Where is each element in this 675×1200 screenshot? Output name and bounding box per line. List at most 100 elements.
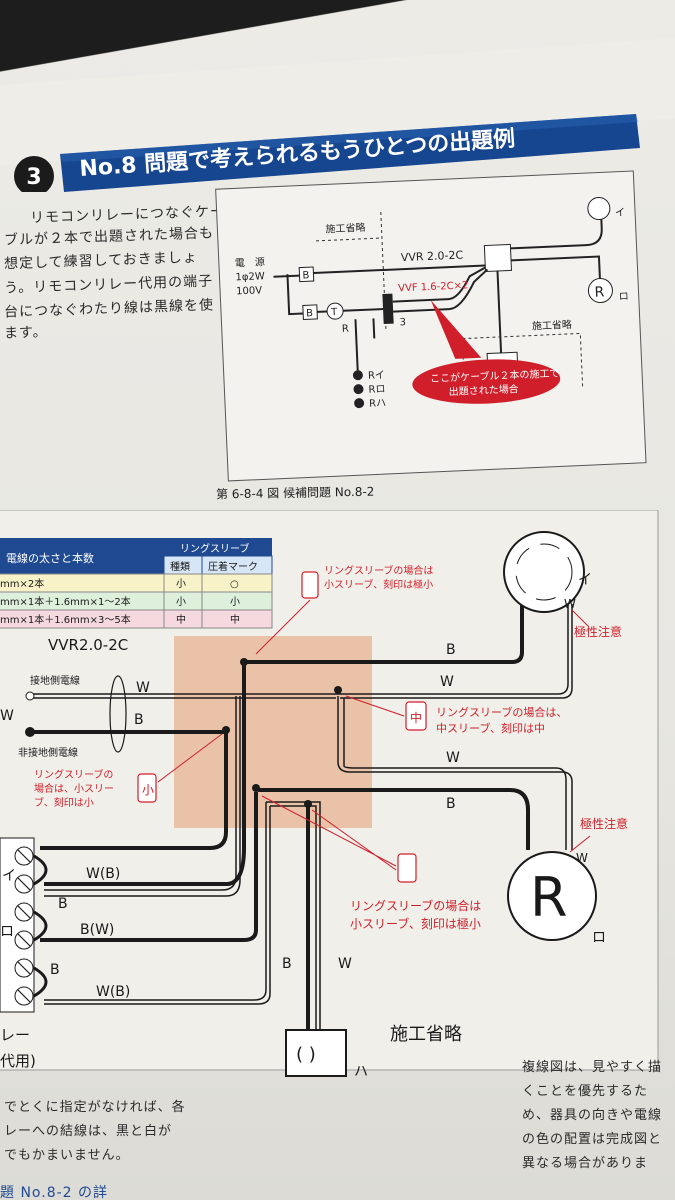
svg-text:W: W — [440, 674, 454, 690]
text-line: め、器具の向きや電線 — [522, 1108, 663, 1123]
omit-label-right: 施工省略 — [532, 318, 573, 333]
section-number-badge — [14, 156, 54, 192]
svg-text:mm×1本＋1.6mm×3〜5本: mm×1本＋1.6mm×3〜5本 — [0, 613, 131, 626]
text-line: 異なる場合がありま — [522, 1156, 649, 1171]
relay-r-label: R — [342, 324, 349, 335]
svg-text:レー: レー — [0, 1026, 30, 1044]
svg-text:W: W — [446, 750, 460, 766]
switch-label: Rイ — [368, 370, 385, 382]
svg-text:小: 小 — [230, 596, 240, 608]
power-spec-1: 1φ2W — [235, 271, 265, 283]
callout-line-2: 出題された場合 — [448, 382, 519, 398]
relay-terminal — [382, 293, 394, 325]
svg-text:中: 中 — [176, 613, 186, 626]
power-label: 電 源 — [235, 255, 266, 269]
svg-text:ロ: ロ — [592, 930, 606, 946]
svg-text:電線の太さと本数: 電線の太さと本数 — [6, 551, 94, 565]
svg-text:B: B — [282, 956, 292, 972]
svg-text:小: 小 — [142, 783, 154, 797]
figure-caption: 第 6-8-4 図 候補問題 No.8-2 — [215, 484, 375, 502]
svg-text:小: 小 — [176, 596, 186, 608]
svg-text:B: B — [50, 962, 60, 978]
intro-line: 台につなぐわたり線は黒線を使 — [3, 297, 215, 321]
svg-text:R: R — [530, 866, 568, 929]
svg-text:B: B — [134, 712, 144, 728]
svg-text:イ: イ — [2, 868, 16, 884]
lamp-ro-label: ロ — [619, 291, 629, 302]
svg-text:場合は、小スリー: 場合は、小スリー — [34, 782, 114, 795]
cable-vvf-label: VVF 1.6-2C×2 — [398, 280, 469, 294]
svg-text:ハ: ハ — [354, 1064, 368, 1080]
wiring-diagram: 電線の太さと本数 リングスリーブ 種類 圧着マーク mm×2本 小 ○ mm×1… — [0, 510, 659, 1080]
text-line: くことを優先するた — [522, 1084, 649, 1099]
svg-text:R: R — [594, 284, 605, 300]
svg-text:中: 中 — [410, 710, 422, 725]
svg-text:( ): ( ) — [296, 1044, 316, 1065]
svg-text:W: W — [136, 680, 150, 696]
svg-text:mm×1本＋1.6mm×1〜2本: mm×1本＋1.6mm×1〜2本 — [0, 595, 131, 608]
svg-text:中スリーブ、刻印は中: 中スリーブ、刻印は中 — [436, 721, 545, 735]
svg-text:mm×2本: mm×2本 — [0, 577, 44, 590]
svg-text:代用): 代用) — [0, 1052, 36, 1070]
polarity-note: 極性注意 — [580, 816, 628, 831]
svg-text:B: B — [306, 308, 313, 319]
sleeve-icon — [397, 853, 417, 883]
section-number: 3 — [26, 165, 41, 190]
omit-label-top: 施工省略 — [325, 221, 366, 236]
svg-text:W: W — [0, 708, 14, 724]
polarity-note: 極性注意 — [574, 624, 622, 639]
svg-text:W(B): W(B) — [86, 866, 120, 882]
svg-text:B(W): B(W) — [80, 922, 114, 938]
switch-label: Rハ — [369, 398, 386, 410]
svg-text:○: ○ — [230, 579, 239, 590]
svg-text:小: 小 — [176, 578, 186, 590]
intro-line: 想定して練習しておきましょ — [3, 249, 199, 273]
lamp-ha — [285, 1029, 347, 1077]
lamp-i-label: イ — [615, 207, 625, 218]
omit-label: 施工省略 — [390, 1024, 462, 1045]
lamp-i-symbol — [587, 197, 611, 221]
svg-text:B: B — [446, 796, 456, 812]
svg-text:B: B — [58, 896, 68, 912]
section-banner: 3 No.8 問題で考えられるもうひとつの出題例 — [14, 114, 640, 192]
text-line: でもかまいません。 — [4, 1148, 130, 1163]
svg-text:W: W — [564, 597, 576, 611]
intro-line: ます。 — [3, 324, 48, 342]
svg-text:B: B — [302, 270, 309, 281]
svg-text:イ: イ — [578, 572, 592, 588]
ring-sleeve-table: 電線の太さと本数 リングスリーブ 種類 圧着マーク mm×2本 小 ○ mm×1… — [0, 538, 273, 629]
ground-wire-label: 接地側電線 — [30, 674, 80, 687]
wire-b-lamp-r — [258, 788, 530, 850]
svg-text:リングスリーブ: リングスリーブ — [180, 542, 249, 555]
text-line: 複線図は、見やすく描 — [522, 1060, 663, 1075]
svg-text:リングスリーブの場合は: リングスリーブの場合は — [324, 564, 433, 577]
svg-text:3: 3 — [399, 317, 406, 328]
text-line: の色の配置は完成図と — [522, 1132, 663, 1147]
remote-relay-terminal-block — [0, 837, 48, 1013]
text-line: でとくに指定がなければ、各 — [4, 1100, 186, 1115]
svg-text:リングスリーブの: リングスリーブの — [34, 768, 113, 781]
text-line: レーへの結線は、黒と白が — [4, 1124, 173, 1139]
svg-text:リングスリーブの場合は、: リングスリーブの場合は、 — [436, 705, 567, 719]
figure-6-8-4: 施工省略 電 源 1φ2W 100V B VVR 2.0-2C イ R ロ ハ … — [215, 170, 647, 482]
svg-text:W: W — [338, 956, 352, 972]
svg-text:B: B — [446, 642, 456, 658]
lamp-r — [507, 851, 597, 941]
lamp-ro-symbol — [587, 278, 613, 304]
svg-text:ロ: ロ — [0, 924, 14, 940]
sleeve-icon — [137, 773, 157, 803]
svg-text:ブ、刻印は小: ブ、刻印は小 — [34, 796, 94, 809]
junction-box — [483, 243, 512, 273]
svg-text:W(B): W(B) — [96, 984, 130, 1000]
vvr-cable-label: VVR2.0-2C — [48, 636, 128, 654]
intro-line: う。リモコンリレー代用の端子 — [3, 273, 214, 297]
svg-text:中: 中 — [230, 613, 240, 626]
svg-text:リングスリーブの場合は: リングスリーブの場合は — [350, 898, 481, 913]
svg-text:小スリーブ、刻印は極小: 小スリーブ、刻印は極小 — [350, 916, 481, 931]
svg-text:圧着マーク: 圧着マーク — [208, 560, 258, 573]
power-spec-2: 100V — [236, 285, 263, 297]
wire-b-lamp-i — [244, 598, 524, 664]
switch-label: Rロ — [368, 384, 385, 396]
cable-vvr-label: VVR 2.0-2C — [401, 248, 464, 264]
